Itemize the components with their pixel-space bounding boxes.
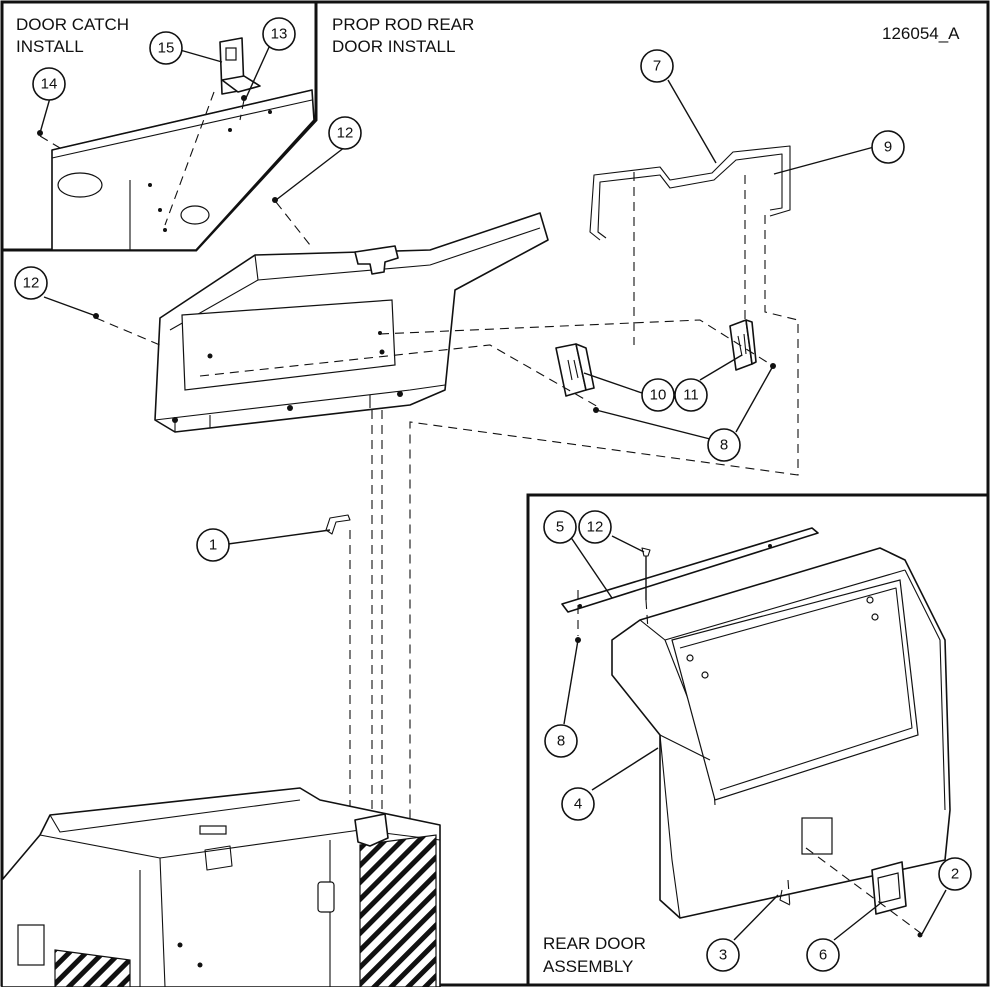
callout-12-inset: 12 [578,510,612,544]
svg-text:8: 8 [557,733,565,750]
prop-rod-brackets [555,319,776,413]
door-catch-title-line2: INSTALL [16,37,84,56]
door-catch-inset [0,0,318,252]
svg-text:5: 5 [556,519,564,536]
svg-text:14: 14 [41,76,58,93]
callout-11: 11 [674,378,708,412]
callout-8-inset: 8 [544,724,578,758]
callout-12-left: 12 [14,266,48,300]
callout-13: 13 [262,17,296,51]
door-catch-title-line1: DOOR CATCH [16,15,129,34]
prop-rod [589,145,791,241]
drawing-number: 126054_A [882,24,960,43]
rear-door-assembly-inset [526,493,990,987]
svg-text:8: 8 [720,437,728,454]
svg-text:1: 1 [209,537,217,554]
enclosure-body [1,787,441,987]
callout-6: 6 [806,938,840,972]
rear-door-title-line2: ASSEMBLY [543,957,633,976]
svg-text:15: 15 [158,40,175,57]
leader-lines [39,44,947,941]
callout-8-main: 8 [707,428,741,462]
svg-text:12: 12 [23,275,40,292]
callout-9: 9 [871,130,905,164]
callout-1: 1 [196,528,230,562]
assembly-dash-lines [95,172,799,830]
rear-door-main [93,197,549,433]
svg-text:12: 12 [337,125,354,142]
svg-text:9: 9 [884,139,892,156]
callout-14: 14 [32,67,66,101]
svg-text:2: 2 [951,866,959,883]
svg-text:6: 6 [819,947,827,964]
part-1-clip [325,514,351,535]
callout-15: 15 [149,31,183,65]
prop-rod-title-line2: DOOR INSTALL [332,37,455,56]
svg-text:10: 10 [650,387,667,404]
svg-text:7: 7 [653,58,661,75]
callout-5: 5 [543,510,577,544]
callout-12-top: 12 [328,116,362,150]
prop-rod-title-line1: PROP ROD REAR [332,15,474,34]
rear-door-title-line1: REAR DOOR [543,934,646,953]
callout-7: 7 [640,49,674,83]
callout-4: 4 [561,787,595,821]
svg-text:13: 13 [271,26,288,43]
callout-10: 10 [641,378,675,412]
svg-text:11: 11 [683,387,699,404]
svg-text:12: 12 [587,519,604,536]
svg-text:4: 4 [574,796,582,813]
callout-3: 3 [706,938,740,972]
svg-text:3: 3 [719,947,727,964]
callout-2: 2 [938,857,972,891]
